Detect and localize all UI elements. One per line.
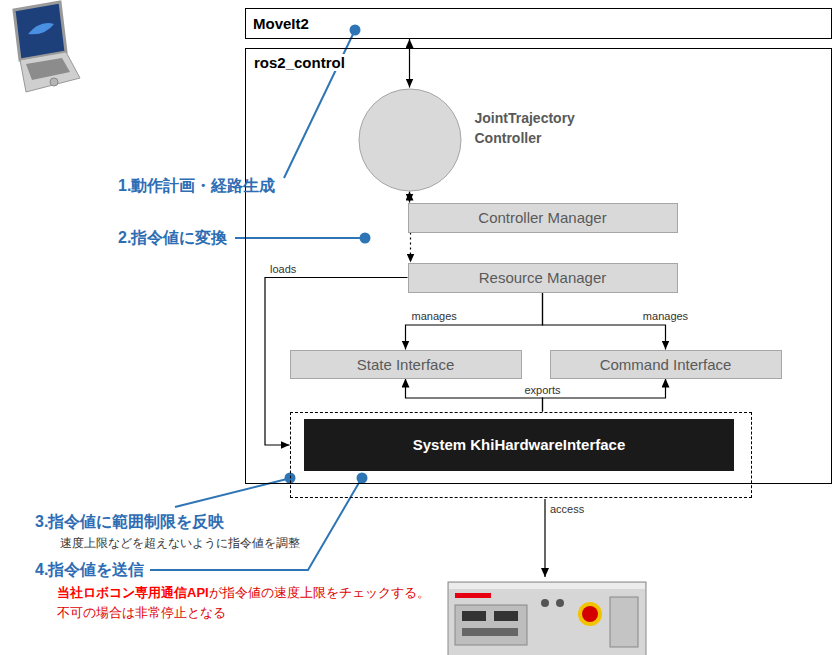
leader-line (284, 30, 355, 178)
box-label: Controller Manager (478, 209, 606, 226)
warning-note: 当社ロボコン専用通信API (57, 585, 209, 600)
controller-logo (455, 593, 491, 598)
box-label: MoveIt2 (253, 15, 309, 32)
callout-note: 速度上限などを超えないように指令値を調整 (60, 536, 300, 551)
callout-title: 2.指令値に変換 (118, 228, 227, 248)
circle-shape (359, 89, 461, 191)
interface-box: Command Interface (550, 350, 782, 379)
callout-title: 4.指令値を送信 (35, 560, 144, 580)
controller-slot (462, 628, 518, 636)
controller-circle: JointTrajectory Controller (358, 88, 462, 192)
access-label: access (549, 503, 585, 516)
connector-label: exports (523, 384, 561, 397)
connector-label: manages (411, 310, 458, 323)
box-label: Command Interface (600, 356, 732, 373)
connector (409, 39, 410, 88)
access-arrow (544, 499, 545, 577)
box-label: Resource Manager (479, 269, 607, 286)
controller-slot (494, 611, 518, 621)
warning-note: が指令値の速度上限をチェックする。 (209, 585, 430, 600)
controller-slot (462, 611, 486, 621)
connector (409, 192, 410, 203)
connector-label: manages (642, 310, 689, 323)
connector (410, 233, 411, 263)
laptop-base (20, 52, 80, 92)
leader-dot (360, 233, 371, 244)
controller-switch (556, 599, 564, 607)
controller-switch (541, 599, 549, 607)
system-box: MoveIt2 (245, 8, 832, 39)
box-label: State Interface (357, 356, 455, 373)
box-label: System KhiHardwareInterface (413, 435, 626, 455)
connector (406, 293, 543, 350)
leader-dot (350, 25, 361, 36)
emergency-stop-button (582, 606, 598, 622)
connector (406, 379, 543, 412)
box-label: ros2_control (253, 54, 346, 71)
controller-door (610, 597, 638, 647)
controller-top (449, 583, 645, 589)
warning-line: 当社ロボコン専用通信APIが指令値の速度上限をチェックする。 (57, 583, 430, 603)
hardware-interface-fill: System KhiHardwareInterface (304, 419, 734, 471)
emergency-stop-ring (578, 602, 602, 626)
connector-label: loads (269, 263, 297, 276)
laptop-icon (14, 2, 80, 92)
screen-wallpaper (28, 23, 54, 34)
leader-line (235, 237, 362, 239)
leader-dot (357, 473, 368, 484)
hardware-interface-box: System KhiHardwareInterface (290, 412, 752, 498)
circle-heading: JointTrajectory Controller (475, 108, 625, 148)
callout-title: 1.動作計画・経路生成 (118, 176, 275, 196)
laptop-keyboard (26, 58, 70, 80)
warning-note: 不可の場合は非常停止となる (57, 603, 226, 623)
callout-title: 3.指令値に範囲制限を反映 (35, 512, 224, 532)
robot-controller (448, 582, 646, 655)
controller-body (448, 582, 646, 655)
circle-outline (358, 88, 462, 192)
manager-box: Resource Manager (408, 263, 678, 293)
group-box: ros2_controlJointTrajectory ControllerCo… (245, 48, 832, 484)
manager-box: Controller Manager (408, 203, 678, 233)
interface-box: State Interface (290, 350, 522, 379)
laptop-touchpad (50, 78, 58, 86)
laptop-screen (14, 2, 66, 60)
controller-panel (455, 605, 527, 645)
callout-leaders (150, 25, 371, 571)
